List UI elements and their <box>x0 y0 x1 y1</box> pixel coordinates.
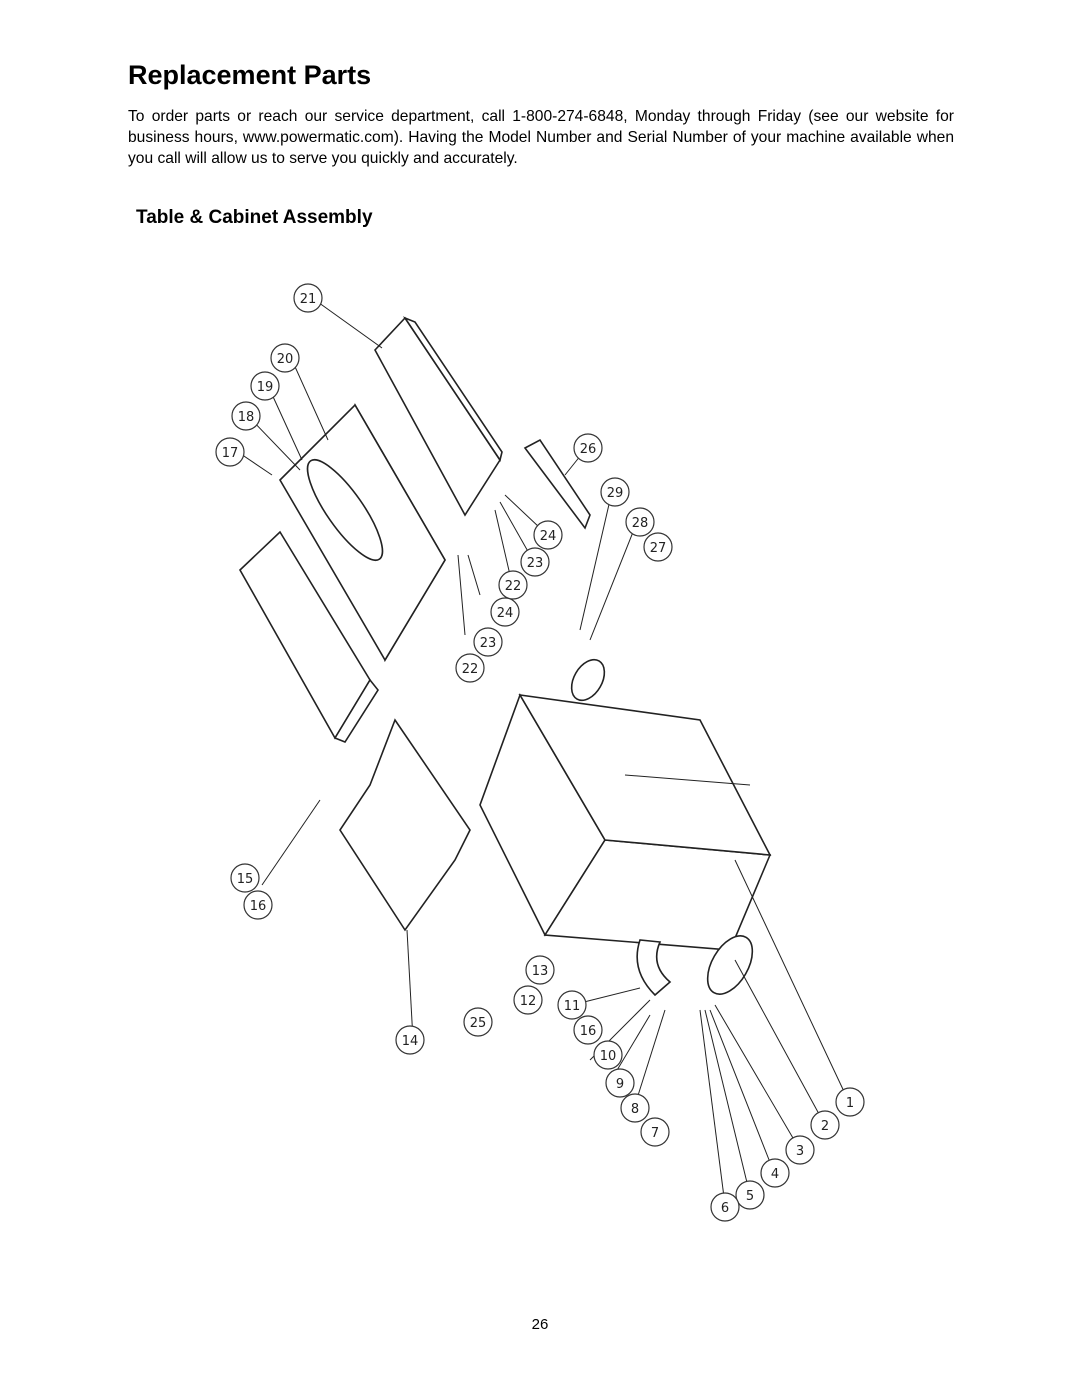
callout-24b: 24 <box>490 597 520 627</box>
extension-wing-right-edge <box>402 316 503 462</box>
svg-text:17: 17 <box>222 446 239 461</box>
svg-text:5: 5 <box>746 1189 754 1204</box>
tilt-scale <box>636 939 672 997</box>
callout-16b: 16 <box>573 1015 603 1045</box>
svg-text:23: 23 <box>480 636 497 651</box>
svg-text:24: 24 <box>497 606 514 621</box>
svg-text:20: 20 <box>277 352 294 367</box>
callout-18: 18 <box>231 401 261 431</box>
callout-3: 3 <box>785 1135 815 1165</box>
callout-7: 7 <box>640 1117 670 1147</box>
extension-wing-left-edge <box>333 678 379 743</box>
callout-8: 8 <box>620 1093 650 1123</box>
callout-17: 17 <box>215 437 245 467</box>
page-number: 26 <box>531 1316 549 1333</box>
callout-label: 21 <box>300 292 317 307</box>
callout-1: 1 <box>835 1087 865 1117</box>
callout-6: 6 <box>710 1192 740 1222</box>
callout-29: 29 <box>600 477 630 507</box>
svg-text:23: 23 <box>527 556 544 571</box>
svg-text:16: 16 <box>580 1024 597 1039</box>
callout-16a: 16 <box>243 890 273 920</box>
svg-text:13: 13 <box>532 964 549 979</box>
callout-25: 25 <box>463 1007 493 1037</box>
callout-13: 13 <box>525 955 555 985</box>
svg-text:14: 14 <box>402 1034 419 1049</box>
callout-12: 12 <box>513 985 543 1015</box>
svg-text:15: 15 <box>237 872 254 887</box>
callout-15: 15 <box>230 863 260 893</box>
svg-text:16: 16 <box>250 899 267 914</box>
svg-text:25: 25 <box>470 1016 487 1031</box>
svg-text:3: 3 <box>796 1144 804 1159</box>
svg-text:29: 29 <box>607 486 624 501</box>
cabinet-divider <box>624 774 751 786</box>
callout-21: 21 <box>293 283 323 313</box>
svg-text:10: 10 <box>600 1049 617 1064</box>
svg-text:7: 7 <box>651 1126 659 1141</box>
svg-text:1: 1 <box>846 1096 854 1111</box>
callout-24a: 24 <box>533 520 563 550</box>
vent-cover <box>706 935 754 995</box>
cabinet-side <box>518 693 772 856</box>
callout-9: 9 <box>605 1068 635 1098</box>
callout-14: 14 <box>395 1025 425 1055</box>
svg-text:24: 24 <box>540 529 557 544</box>
motor-cover <box>339 718 471 932</box>
callout-4: 4 <box>760 1158 790 1188</box>
callout-11: 11 <box>557 990 587 1020</box>
handle-bracket <box>523 438 591 530</box>
svg-text:4: 4 <box>771 1167 779 1182</box>
svg-text:22: 22 <box>505 579 522 594</box>
callout-23b: 23 <box>473 627 503 657</box>
callout-22b: 22 <box>455 653 485 683</box>
callout-20: 20 <box>270 343 300 373</box>
callout-26: 26 <box>573 433 603 463</box>
exploded-parts-diagram: 21 20 19 18 17 26 29 28 27 24 23 22 24 2… <box>215 283 865 1222</box>
dust-port-ring <box>570 658 606 702</box>
svg-text:26: 26 <box>580 442 597 457</box>
svg-text:11: 11 <box>564 999 581 1014</box>
svg-text:6: 6 <box>721 1201 729 1216</box>
svg-text:2: 2 <box>821 1119 829 1134</box>
svg-text:18: 18 <box>238 410 255 425</box>
intro-paragraph: To order parts or reach our service depa… <box>128 108 954 167</box>
callout-22a: 22 <box>498 570 528 600</box>
page-title: Replacement Parts <box>128 60 372 90</box>
svg-text:27: 27 <box>650 541 667 556</box>
callout-27: 27 <box>643 532 673 562</box>
svg-text:22: 22 <box>462 662 479 677</box>
svg-text:19: 19 <box>257 380 274 395</box>
blade-slot-insert <box>306 458 384 562</box>
svg-text:9: 9 <box>616 1077 624 1092</box>
svg-text:8: 8 <box>631 1102 639 1117</box>
callout-28: 28 <box>625 507 655 537</box>
section-title: Table & Cabinet Assembly <box>136 207 373 228</box>
callout-2: 2 <box>810 1110 840 1140</box>
svg-text:28: 28 <box>632 516 649 531</box>
callout-23a: 23 <box>520 547 550 577</box>
callout-5: 5 <box>735 1180 765 1210</box>
svg-text:12: 12 <box>520 994 537 1009</box>
callout-19: 19 <box>250 371 280 401</box>
callout-10: 10 <box>593 1040 623 1070</box>
